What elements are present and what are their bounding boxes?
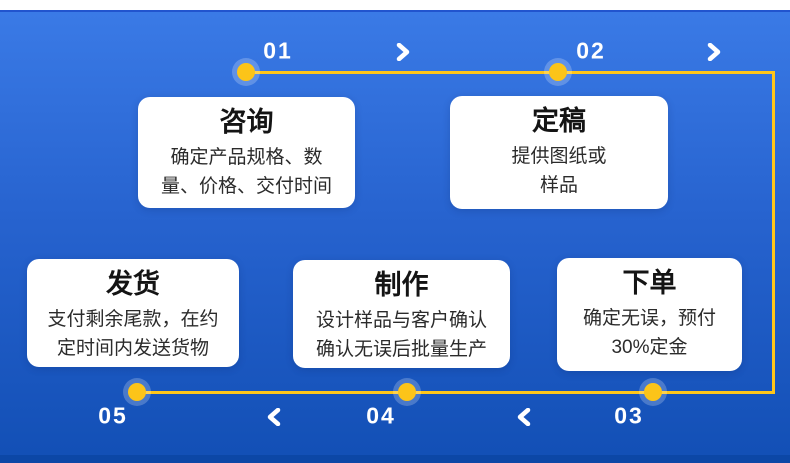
card-text-line: 30%定金 — [611, 336, 688, 358]
step-card-finalize: 定稿 提供图纸或 样品 — [450, 96, 668, 209]
step-number-02: 02 — [576, 37, 606, 64]
step-number-01: 01 — [263, 37, 293, 64]
card-title: 咨询 — [219, 107, 274, 137]
card-text-line: 支付剩余尾款，在约 — [47, 308, 219, 330]
step-card-ship: 发货 支付剩余尾款，在约 定时间内发送货物 — [27, 259, 239, 367]
step-card-order: 下单 确定无误，预付 30%定金 — [557, 258, 742, 371]
step-number-05: 05 — [98, 402, 128, 429]
card-title: 下单 — [622, 268, 677, 298]
bottom-dark-band — [0, 455, 790, 463]
card-text-line: 定时间内发送货物 — [56, 337, 209, 359]
arrow-left-icon — [516, 408, 532, 426]
connector-line-bottom — [137, 391, 775, 394]
connector-line-right — [772, 71, 775, 394]
card-text-line: 确定无误，预付 — [582, 307, 716, 329]
step-card-produce: 制作 设计样品与客户确认 确认无误后批量生产 — [293, 260, 510, 368]
step-number-04: 04 — [366, 402, 396, 429]
node-dot-05 — [128, 383, 146, 401]
blue-background — [0, 10, 790, 463]
card-text-line: 样品 — [539, 174, 578, 196]
card-text-line: 确认无误后批量生产 — [315, 338, 487, 360]
step-card-consult: 咨询 确定产品规格、数 量、价格、交付时间 — [138, 97, 355, 208]
card-text-line: 提供图纸或 — [511, 145, 607, 167]
arrow-left-icon — [266, 408, 282, 426]
node-dot-01 — [237, 63, 255, 81]
card-title: 发货 — [106, 269, 160, 299]
card-text-line: 设计样品与客户确认 — [315, 309, 487, 331]
card-title: 定稿 — [532, 106, 586, 136]
step-number-03: 03 — [614, 402, 644, 429]
node-dot-04 — [398, 383, 416, 401]
arrow-right-icon — [395, 43, 411, 61]
connector-line-top — [246, 71, 775, 74]
node-dot-02 — [549, 63, 567, 81]
card-text-line: 量、价格、交付时间 — [160, 175, 332, 197]
card-text-line: 确定产品规格、数 — [170, 146, 323, 168]
arrow-right-icon — [706, 43, 722, 61]
node-dot-03 — [644, 383, 662, 401]
card-title: 制作 — [374, 270, 429, 300]
